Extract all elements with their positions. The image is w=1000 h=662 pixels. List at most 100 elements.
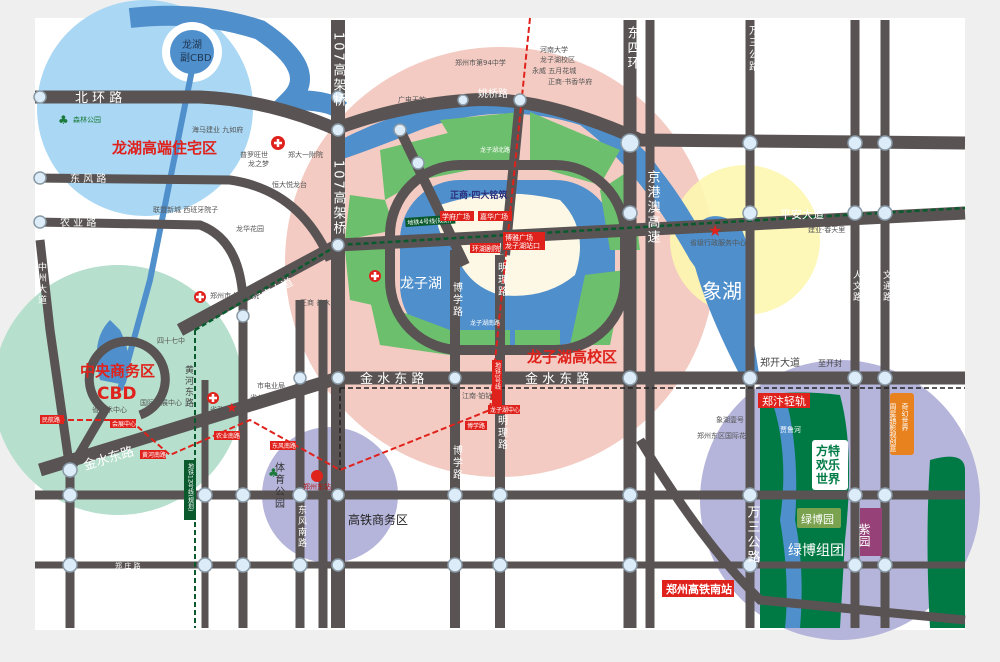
station-tag: 会展中心 xyxy=(112,420,136,428)
longhu-residential-label: 龙湖高端住宅区 xyxy=(111,139,217,157)
road-label: 万三公路 xyxy=(745,505,761,565)
road-label: 郑 庄 路 xyxy=(115,561,140,570)
metro1-line xyxy=(40,17,531,472)
hsr-south-badge xyxy=(662,580,734,597)
poi-label: 建业·春天里 xyxy=(808,225,845,234)
campus-blocks xyxy=(345,112,640,355)
poi-label: 龙华花园 xyxy=(236,224,264,233)
central-cbd-label: CBD xyxy=(97,384,137,404)
road-labels: 北 环 路 北 环 路 东 风 路 农 业 路 107高架桥 107高架桥 金 … xyxy=(36,25,892,570)
poi-label: 正商 善水上境 xyxy=(300,298,344,307)
brand-label: 正商·四大铭筑 xyxy=(450,189,507,201)
metro4-tag: 地铁4号线(规划) xyxy=(407,216,452,227)
station-tag: 民航路 xyxy=(42,416,60,424)
hospital-icon xyxy=(271,136,285,150)
road-label: 平安大道 xyxy=(780,207,824,221)
poi-label: 省艺术中心 xyxy=(92,405,127,414)
station-tag: 博学路 xyxy=(467,422,485,430)
poi-label: 龙之梦 xyxy=(248,159,269,168)
poi-label: 广电天韵 xyxy=(398,95,426,104)
road-label: 黄河东路 xyxy=(183,364,194,409)
jiuchen-tag: 环湖剧院 xyxy=(472,244,500,253)
road-label: 金 水 东 路 xyxy=(525,371,589,387)
poi-label: 郑大一附院 xyxy=(288,150,323,159)
poi-label: 普罗旺世 xyxy=(240,150,268,159)
poi-label: 象湖壹号 xyxy=(716,415,744,424)
poi-label: 永威 五月花城 xyxy=(532,66,576,75)
river-label: 贾鲁河 xyxy=(780,425,801,434)
poi-label: 河南大学 xyxy=(540,45,568,54)
zhengzhou-east-label: 郑州东站 xyxy=(303,482,331,491)
poi-labels: 郑州市第94中学 河南大学 龙子湖校区 永威 五月花城 正商·书香华府 广电天韵… xyxy=(73,45,845,510)
poi-label: 恒大悦龙台 xyxy=(272,180,307,189)
ziyuan-label: 紫园 xyxy=(857,523,871,548)
road-label: 107高架桥 xyxy=(331,160,347,236)
road-label: 京港澳高速 xyxy=(645,170,661,245)
zhengbian-rail-badge xyxy=(758,393,810,408)
road-label: 万三公路 xyxy=(747,25,759,73)
road-label: 人文路 xyxy=(851,270,862,303)
poi-label: 江南·铂钻 xyxy=(462,391,492,400)
jialu-river xyxy=(770,395,802,628)
road-label: 金 水 东 路 xyxy=(360,371,424,387)
poi-label: 正商·书香华府 xyxy=(548,77,592,86)
road-label: 龙子湖南路 xyxy=(470,319,500,327)
road-label: 中州大道 xyxy=(36,261,47,306)
station-tag: 农业南路 xyxy=(216,432,240,440)
longhu-cbd-label: 龙湖 xyxy=(182,38,202,51)
fangte-label: 欢乐 xyxy=(815,457,840,472)
icons: ★ ★ ♣ ♣ xyxy=(58,113,722,480)
lvboyuan-label: 绿博园 xyxy=(801,512,834,526)
intersections xyxy=(33,90,893,573)
road-label: 博学路 xyxy=(451,281,463,318)
longhu-island xyxy=(170,30,214,74)
road-label: 东 风 路 xyxy=(70,172,106,185)
poi-label: 省公安厅 xyxy=(250,393,278,402)
poi-label: 联盟新城 西班牙院子 xyxy=(153,205,218,214)
station-tag: 龙子湖中心 xyxy=(490,406,520,414)
road-label: 明理路 xyxy=(496,415,508,451)
road-label: 至开封 xyxy=(818,358,842,368)
poi-label: 海马建业 九如府 xyxy=(192,125,243,134)
road-label: 姚桥路 xyxy=(478,87,508,100)
star-icon: ★ xyxy=(708,221,722,240)
xianghu-lake-label: 象湖 xyxy=(702,279,742,303)
road-label: 郑开大道 xyxy=(760,356,800,369)
road-label: 107高架桥 xyxy=(331,32,347,108)
poi-label: 省政府 xyxy=(210,405,231,414)
poi-label: 省级行政服务中心 xyxy=(690,238,746,247)
poi-label: 郑州东区国际花园 xyxy=(697,431,753,440)
metro4-line xyxy=(194,206,966,332)
xuefu-tag: 学府广场 xyxy=(442,212,470,221)
jiahua-tag: 嘉华广场 xyxy=(480,212,508,221)
attraction-badges: 方特 欢乐 世界 绿博园 紫园 周星驰影视创意 奇幻世界 xyxy=(797,393,914,556)
station-tag: 黄河南路 xyxy=(142,451,166,459)
transit-tags: 地铁4号线(规划) 地铁12号线(规划) 地铁1号线 郑汴轻轨 郑州高铁南站 学… xyxy=(40,211,810,597)
road-label: 东四环 xyxy=(625,26,641,71)
poi-label: 郑州市第94中学 xyxy=(455,58,506,67)
metro1-tag: 地铁1号线 xyxy=(494,361,501,390)
xianghu-lake xyxy=(690,216,760,385)
river-east xyxy=(340,98,760,380)
zone-labels: 龙湖 副CBD 龙湖高端住宅区 中央商务区 CBD 龙子湖高校区 高铁商务区 绿… xyxy=(80,38,844,559)
tree-icon: ♣ xyxy=(58,113,69,127)
star-icon: ★ xyxy=(226,401,238,416)
sports-park-label: 体育公园 xyxy=(273,462,285,510)
fangte-label: 方特 xyxy=(816,443,840,458)
road-label: 明理路 xyxy=(496,262,508,298)
road-label: 农 业 路 xyxy=(60,216,96,229)
qihuan-label: 奇幻世界 xyxy=(901,402,909,432)
canal xyxy=(117,69,195,391)
tree-icon: ♣ xyxy=(268,466,279,480)
poi-label: 市电业局 xyxy=(257,381,285,390)
hsr-south-label: 郑州高铁南站 xyxy=(666,582,732,596)
hospital-icon xyxy=(369,270,381,282)
longhu-cbd-label: 副CBD xyxy=(180,52,212,64)
fangte-label: 世界 xyxy=(816,471,840,486)
metro12-tag: 地铁12号线(规划) xyxy=(187,462,194,511)
zhengzhou-east-station: 郑州东站 xyxy=(303,470,331,491)
road-label: 文通路 xyxy=(881,269,892,303)
hospital-icon xyxy=(207,392,219,404)
poi-label: 四十七中 xyxy=(157,336,185,345)
